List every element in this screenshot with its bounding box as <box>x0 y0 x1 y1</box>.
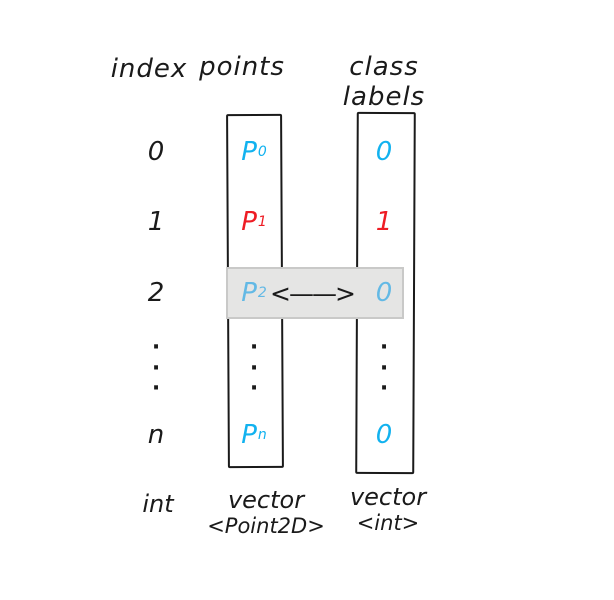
index-value-2-text: 2 <box>147 278 165 308</box>
point-value-2-subscript: 2 <box>257 285 267 301</box>
class-label-1-text: 1 <box>375 207 393 237</box>
point-value-0-base: P <box>241 137 257 167</box>
point-value-1-subscript: 1 <box>257 214 267 230</box>
class-labels-type-line2: <int> <box>356 511 420 535</box>
class-labels-type-line1: vector <box>349 483 427 511</box>
index-value-n: n <box>128 415 184 455</box>
point-value-n-subscript: n <box>257 427 267 443</box>
index-value-n-text: n <box>147 420 165 450</box>
point-value-0-subscript: 0 <box>257 144 267 160</box>
point-value-2-base: P <box>241 278 257 308</box>
points-ellipsis: · · · <box>249 334 259 402</box>
class-label-n-text: 0 <box>375 420 393 450</box>
highlight-row-2 <box>226 267 404 319</box>
class-label-2: 0 <box>356 273 412 313</box>
index-value-2: 2 <box>128 273 184 313</box>
point-value-1-base: P <box>241 207 257 237</box>
index-type-label: int <box>142 490 174 518</box>
points-type-line1: vector <box>227 486 305 514</box>
class-label-0-text: 0 <box>375 137 393 167</box>
class-label-2-text: 0 <box>375 278 393 308</box>
points-type-label: vector <Point2D> <box>202 486 330 538</box>
header-points: points <box>199 52 285 82</box>
points-type-line2: <Point2D> <box>207 514 325 538</box>
header-index: index <box>110 54 188 84</box>
class-label-0: 0 <box>356 132 412 172</box>
class-label-n: 0 <box>356 415 412 455</box>
index-value-0-text: 0 <box>147 137 165 167</box>
index-ellipsis: · · · <box>151 334 161 402</box>
index-value-1-text: 1 <box>147 207 165 237</box>
index-value-0: 0 <box>128 132 184 172</box>
class-labels-type-label: vector <int> <box>330 483 446 535</box>
header-class-labels: class labels <box>342 52 426 112</box>
class-labels-ellipsis: · · · <box>379 334 389 402</box>
class-label-1: 1 <box>356 202 412 242</box>
point-value-n-base: P <box>241 420 257 450</box>
bidirectional-arrow: <——> <box>270 278 356 308</box>
index-value-1: 1 <box>128 202 184 242</box>
